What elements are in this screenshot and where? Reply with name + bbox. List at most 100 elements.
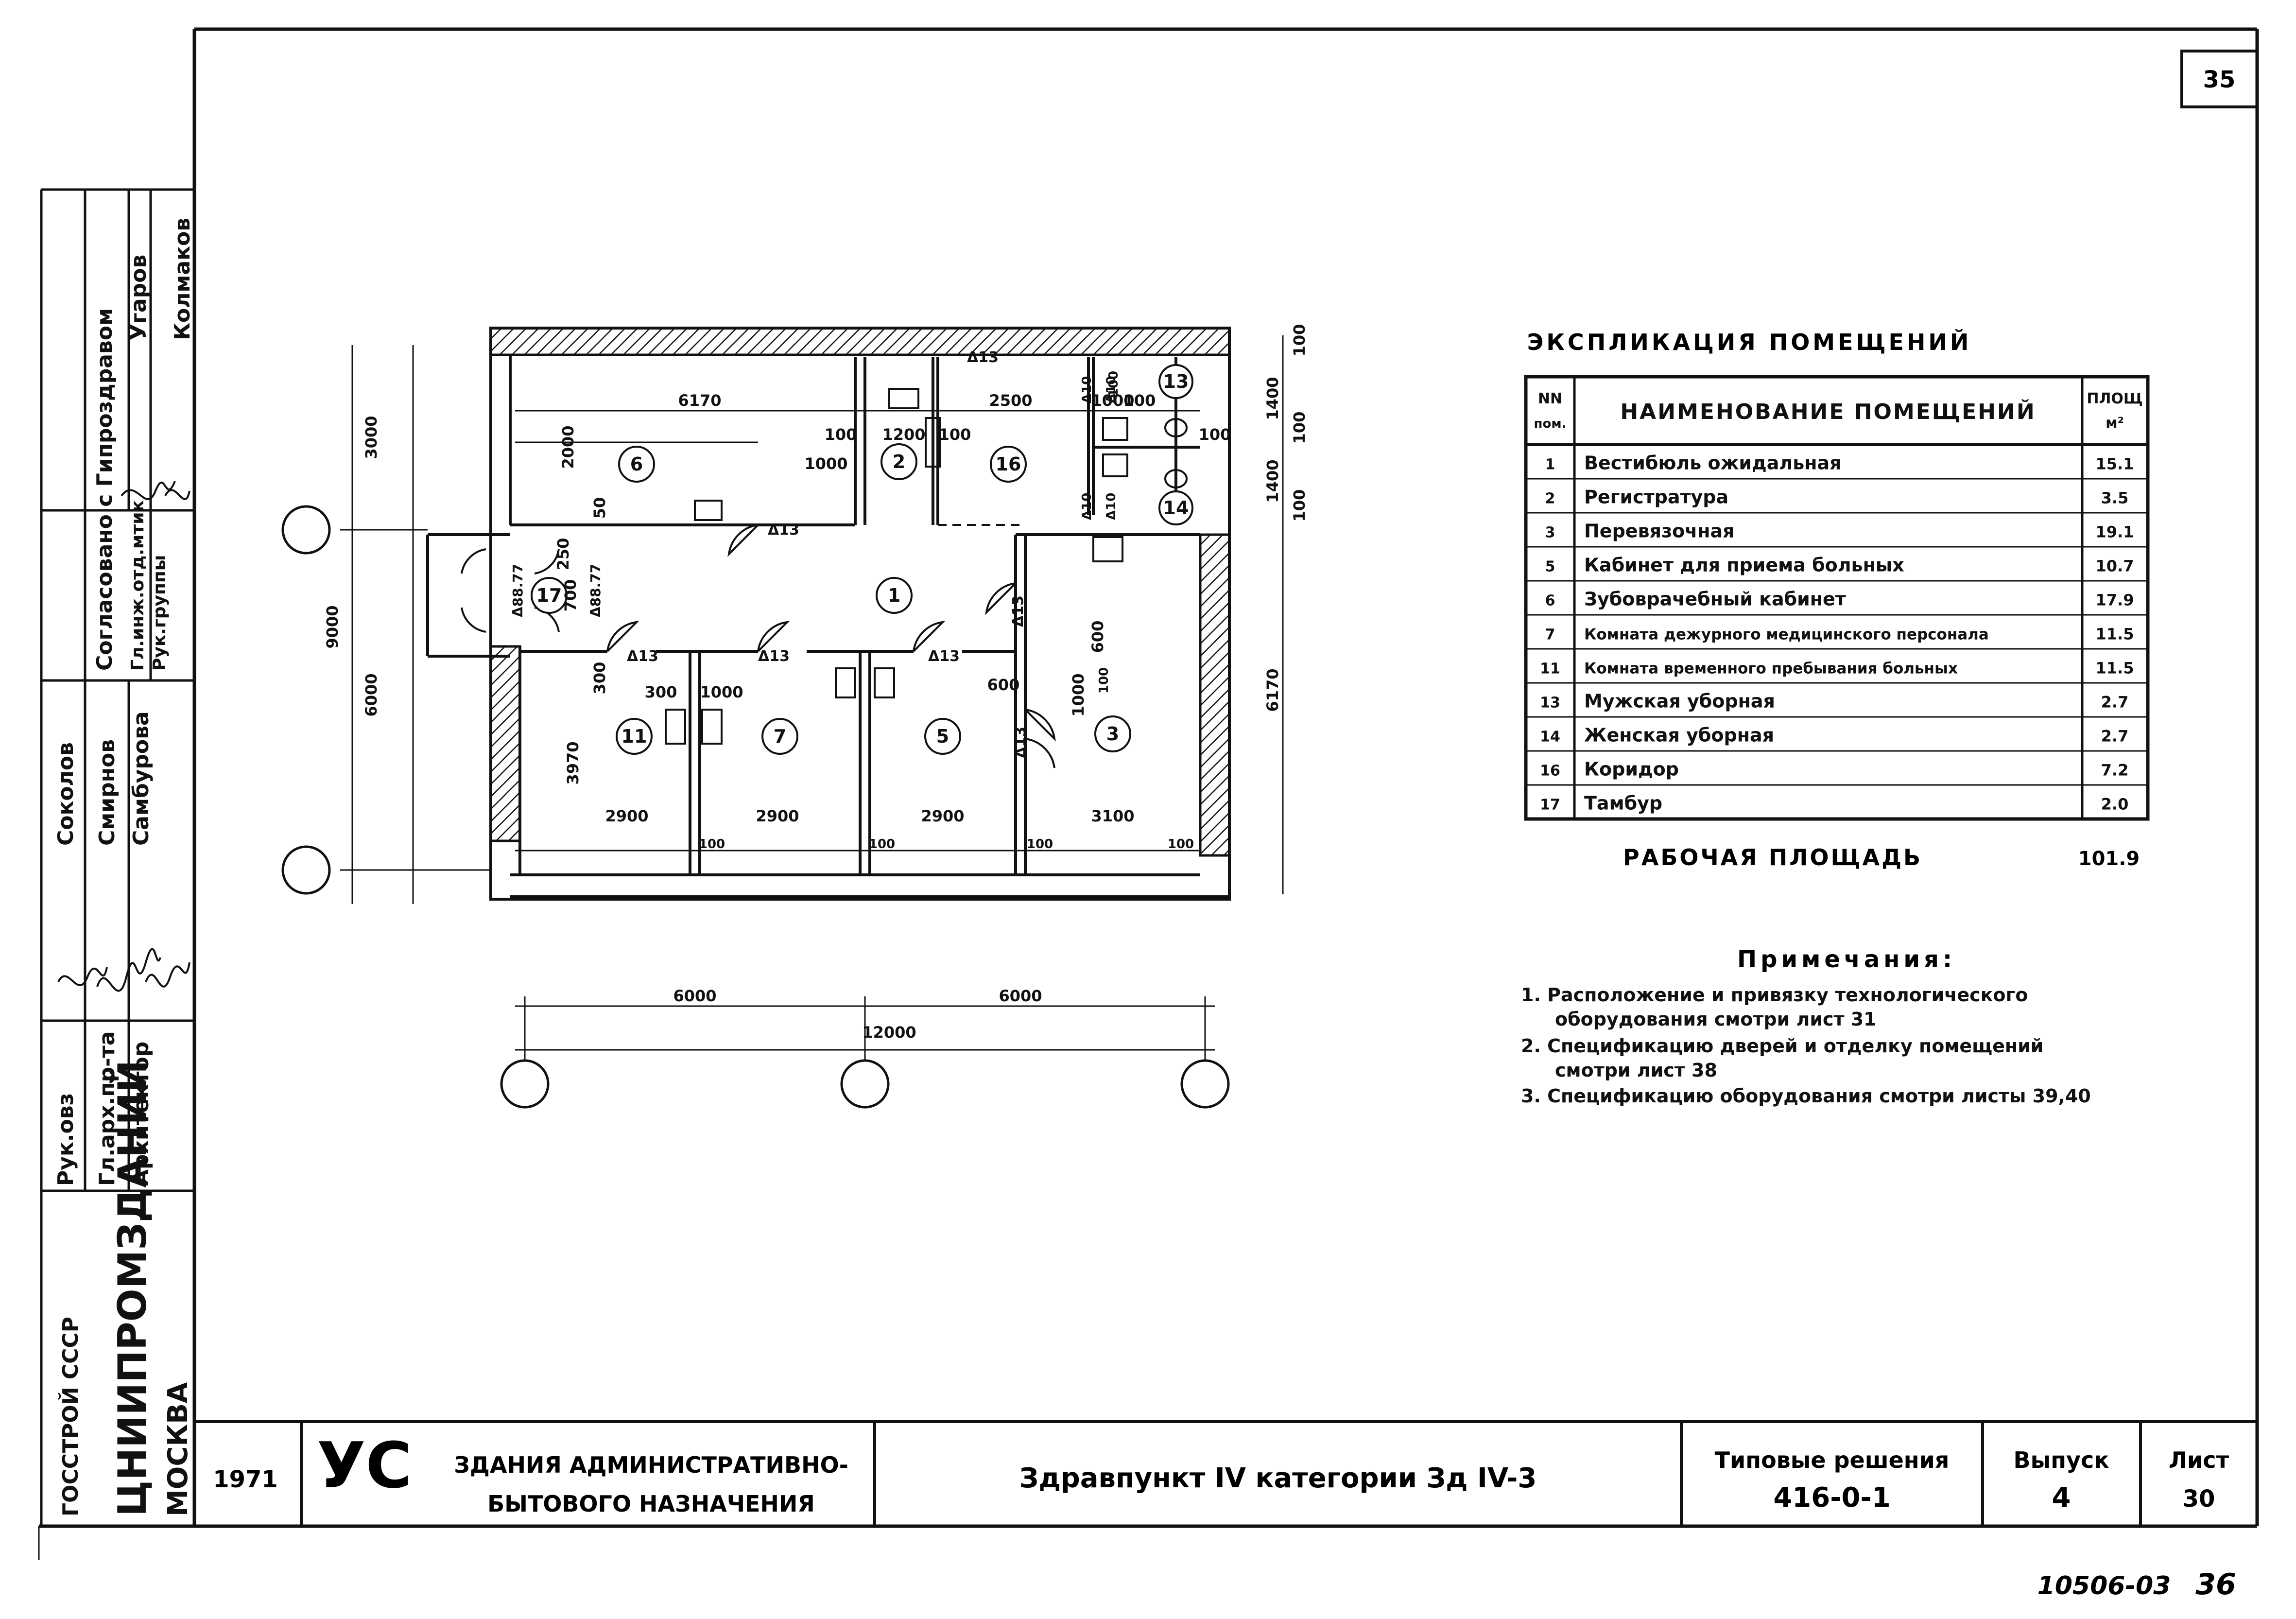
explication-row-area: 3.5 bbox=[2101, 488, 2129, 507]
title-block bbox=[194, 1420, 2257, 1526]
dim-misc-600a: 600 bbox=[1088, 621, 1107, 653]
explication-row-area: 17.9 bbox=[2096, 591, 2134, 609]
dim-top-100a: 100 bbox=[825, 425, 857, 444]
explication-row-name: Регистратура bbox=[1584, 486, 1728, 507]
level-mark: Δ13 bbox=[1012, 727, 1029, 758]
dim-overall-6000b: 6000 bbox=[999, 987, 1042, 1005]
level-mark: Δ10 bbox=[1080, 376, 1094, 403]
stamp-name-1: Соколов bbox=[53, 742, 78, 846]
stamp-name-3: Самбурова bbox=[129, 711, 154, 846]
notes-title: Примечания: bbox=[1737, 946, 1956, 973]
explication-row-name: Перевязочная bbox=[1584, 520, 1735, 541]
title-series-line1: ЗДАНИЯ АДМИНИСТРАТИВНО- bbox=[454, 1452, 848, 1478]
dim-left-50: 50 bbox=[590, 497, 609, 519]
level-mark: Δ13 bbox=[967, 349, 999, 366]
stamp-role-2: Гл.арх.пр-та bbox=[95, 1031, 120, 1186]
note-line: 2. Спецификацию дверей и отделку помещен… bbox=[1521, 1035, 2043, 1057]
dim-left-250: 250 bbox=[554, 538, 572, 571]
stamp-role-3: Архитектор bbox=[129, 1042, 154, 1186]
corner-sheet-number: 35 bbox=[2203, 66, 2236, 93]
dim-misc-100b: 100 bbox=[1106, 371, 1121, 397]
stamp-agreed: Согласовано с Гипроздравом bbox=[92, 308, 117, 671]
explication-row-num: 3 bbox=[1545, 524, 1555, 541]
explication-row-area: 11.5 bbox=[2096, 625, 2134, 643]
stamp-org-line2: ЦНИИПРОМЗДАНИЙ bbox=[109, 1060, 155, 1516]
note-line: смотри лист 38 bbox=[1555, 1060, 1717, 1081]
note-line: 1. Расположение и привязку технологическ… bbox=[1521, 984, 2028, 1006]
dim-misc-600b: 600 bbox=[987, 676, 1020, 694]
explication-row-num: 7 bbox=[1545, 626, 1555, 643]
title-typical-code: 416-0-1 bbox=[1773, 1482, 1890, 1514]
explication-row-num: 1 bbox=[1545, 456, 1555, 473]
dim-left-3970: 3970 bbox=[564, 741, 582, 784]
title-year: 1971 bbox=[213, 1466, 278, 1493]
signatures bbox=[57, 481, 190, 992]
explication-row-lines bbox=[1526, 478, 2148, 786]
dim-top-100c: 100 bbox=[1123, 391, 1156, 410]
stamp-org-line3: МОСКВА bbox=[162, 1382, 194, 1516]
dim-bottom-2900c: 2900 bbox=[921, 807, 964, 825]
dim-misc-300: 300 bbox=[645, 683, 677, 701]
level-mark: Δ88.77 bbox=[587, 564, 604, 617]
explication-row-area: 10.7 bbox=[2096, 557, 2134, 575]
note-line: 3. Спецификацию оборудования смотри лист… bbox=[1521, 1085, 2091, 1107]
dim-right-100b: 100 bbox=[1290, 412, 1309, 444]
explication-row-num: 14 bbox=[1540, 728, 1560, 745]
explication-col-num-2: пом. bbox=[1534, 417, 1567, 431]
title-issue-value: 4 bbox=[2052, 1482, 2071, 1514]
explication-row-name: Комната дежурного медицинского персонала bbox=[1584, 626, 1989, 643]
level-mark: Δ10 bbox=[1104, 376, 1119, 403]
dim-overall-12000: 12000 bbox=[862, 1023, 916, 1042]
room-label-5: 5 bbox=[936, 726, 949, 747]
stamp-role-1: Рук.овз bbox=[53, 1093, 78, 1186]
wall-north bbox=[489, 327, 1231, 356]
room-label-11: 11 bbox=[621, 726, 647, 747]
level-mark: Δ88.77 bbox=[510, 564, 526, 617]
dim-right-100a: 100 bbox=[1290, 324, 1309, 357]
explication-row-num: 11 bbox=[1540, 660, 1560, 677]
dim-left-3000: 3000 bbox=[362, 416, 380, 459]
stamp-agreed-name-2: Колмаков bbox=[170, 218, 195, 340]
explication-row-area: 7.2 bbox=[2101, 761, 2129, 779]
side-stamp bbox=[40, 188, 194, 1526]
explication-row-name: Зубоврачебный кабинет bbox=[1584, 588, 1846, 609]
explication-row-area: 2.0 bbox=[2101, 795, 2129, 813]
stamp-name-2: Смирнов bbox=[95, 739, 120, 846]
level-mark: Δ13 bbox=[758, 648, 790, 665]
dim-top-100b: 100 bbox=[939, 425, 971, 444]
note-line: оборудования смотри лист 31 bbox=[1555, 1009, 1877, 1030]
explication-row-area: 2.7 bbox=[2101, 727, 2129, 745]
level-mark: Δ13 bbox=[768, 522, 799, 539]
title-sheet-title: Здравпункт IV категории Зд IV-3 bbox=[1019, 1462, 1537, 1494]
dim-bottom-3100: 3100 bbox=[1091, 807, 1134, 825]
stamp-agreed-name-1: Угаров bbox=[126, 255, 151, 340]
explication-col-area-1: ПЛОЩ bbox=[2087, 390, 2142, 407]
stamp-agreed-role-1: Гл.инж.отд.мтик bbox=[128, 500, 148, 671]
explication-row-area: 15.1 bbox=[2096, 454, 2134, 473]
explication-row-name: Комната временного пребывания больных bbox=[1584, 660, 1958, 677]
dim-misc-1000b: 1000 bbox=[700, 683, 743, 701]
explication-row-name: Коридор bbox=[1584, 758, 1679, 780]
dim-overall-6000a: 6000 bbox=[673, 987, 716, 1005]
explication-row-num: 6 bbox=[1545, 592, 1555, 609]
dim-top-100d: 100 bbox=[1199, 425, 1231, 444]
explication-title: ЭКСПЛИКАЦИЯ ПОМЕЩЕНИЙ bbox=[1527, 329, 1972, 355]
dim-bottom-2900a: 2900 bbox=[605, 807, 648, 825]
room-label-6: 6 bbox=[630, 453, 643, 475]
dim-bottom-100d: 100 bbox=[1168, 837, 1194, 852]
wall-east bbox=[1199, 533, 1231, 857]
explication-row-name: Мужская уборная bbox=[1584, 690, 1775, 712]
level-mark: Δ13 bbox=[1010, 595, 1027, 627]
level-mark: Δ10 bbox=[1104, 493, 1119, 520]
explication-row-num: 16 bbox=[1540, 762, 1560, 779]
dim-top-1200: 1200 bbox=[882, 425, 925, 444]
dim-misc-1000a: 1000 bbox=[804, 454, 847, 473]
work-area-value: 101.9 bbox=[2078, 848, 2140, 870]
title-list-label: Лист bbox=[2169, 1447, 2229, 1473]
sheet-frame bbox=[38, 27, 2259, 1560]
bottom-page: 36 bbox=[2195, 1567, 2236, 1602]
room-label-2: 2 bbox=[893, 451, 905, 472]
explication-col-num-1: NN bbox=[1538, 390, 1562, 407]
